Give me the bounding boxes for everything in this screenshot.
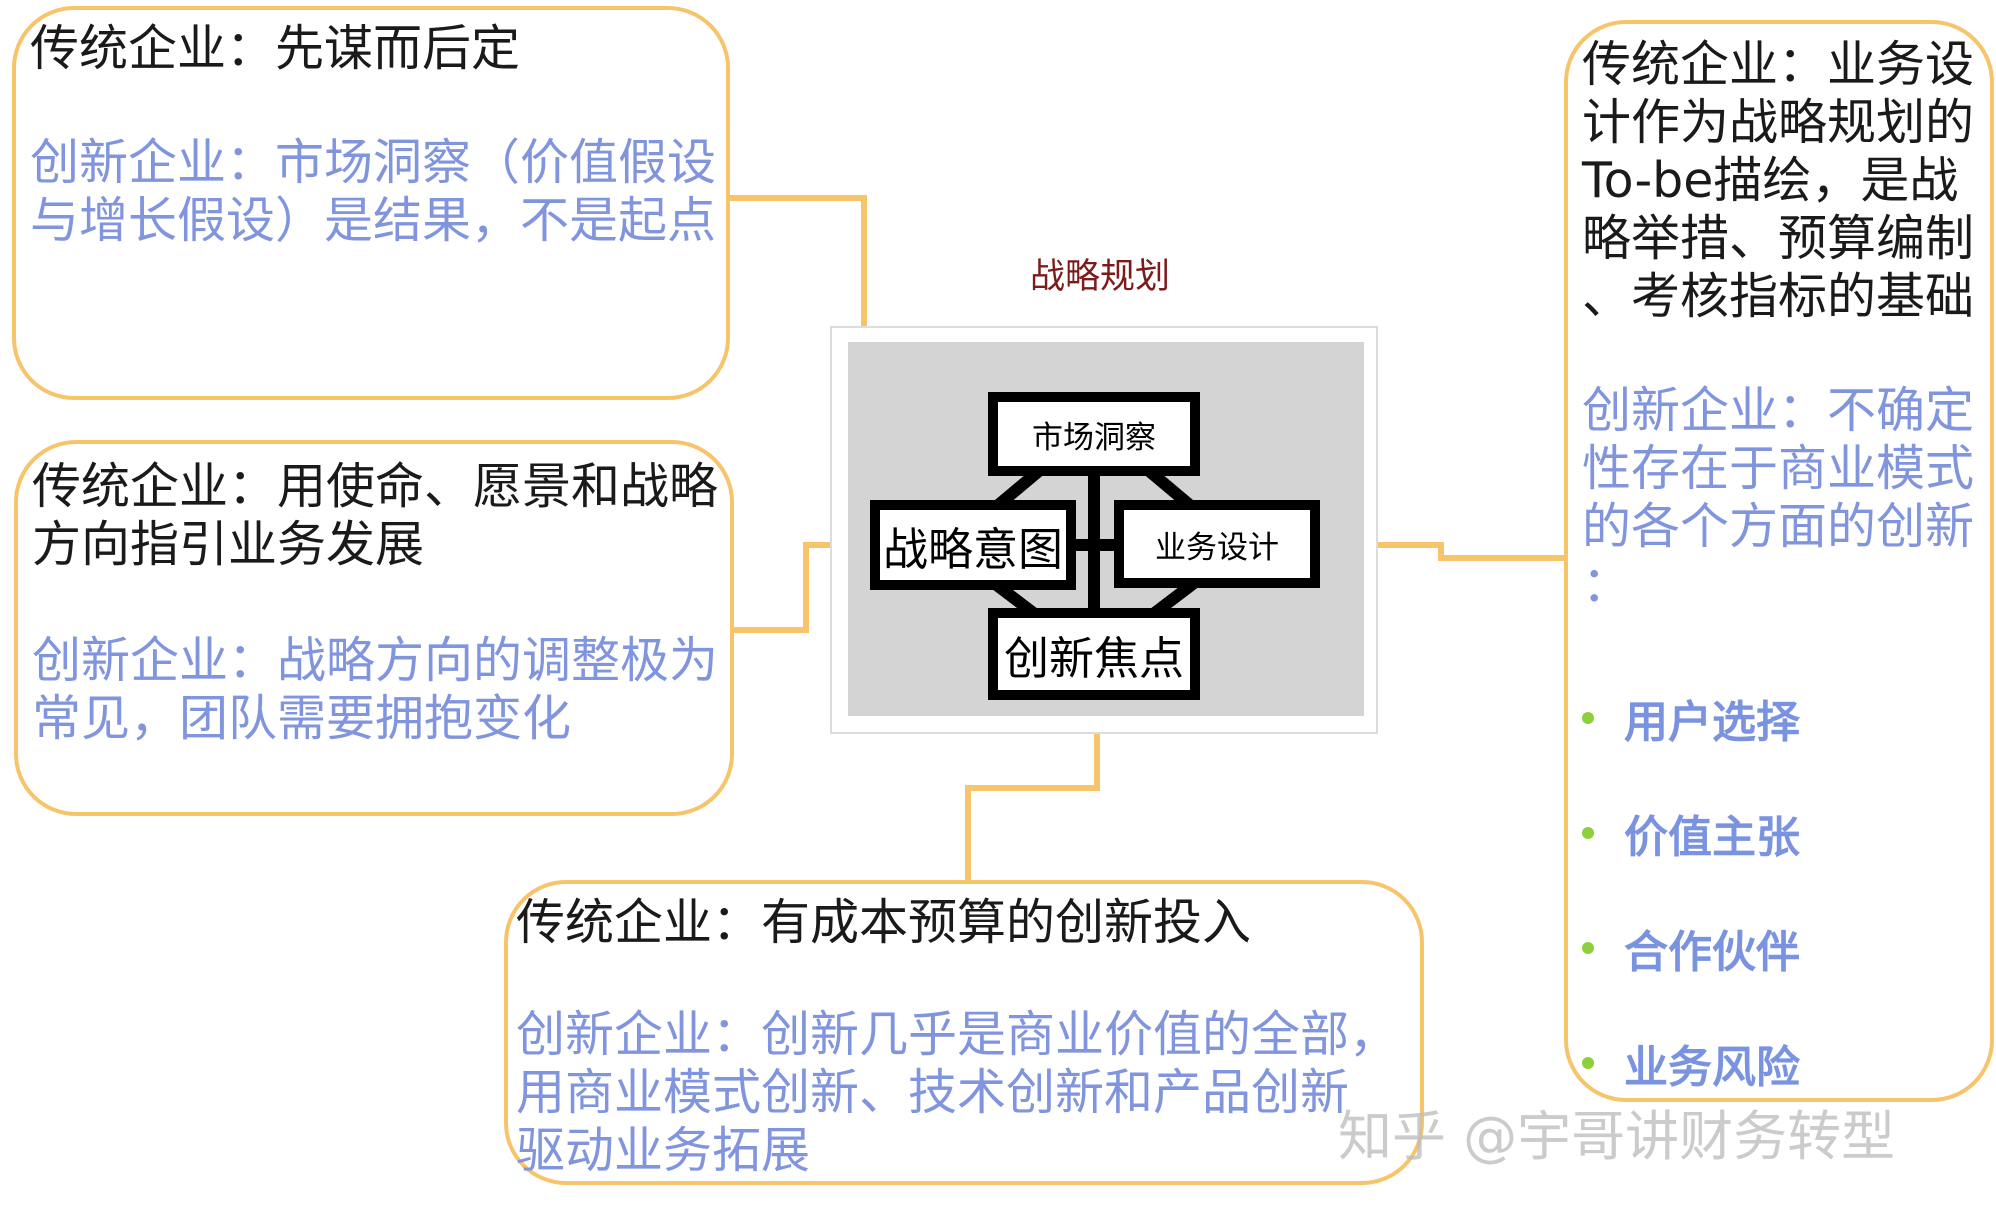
bullet-text: 合作伙伴 <box>1624 926 1800 978</box>
list-item: 用户选择 <box>1582 660 1800 775</box>
node-strategic-intent: 战略意图 <box>870 500 1076 590</box>
list-item: 合作伙伴 <box>1582 890 1800 1005</box>
bottom-traditional-text: 传统企业：有成本预算的创新投入 <box>516 894 1252 951</box>
center-title: 战略规划 <box>1029 257 1170 297</box>
top-left-traditional-text: 传统企业：先谋而后定 <box>30 20 521 77</box>
bullet-dot-icon <box>1582 826 1594 839</box>
right-box <box>1564 20 1994 1102</box>
mid-left-box <box>14 440 734 816</box>
list-item: 价值主张 <box>1582 775 1800 890</box>
bullet-text: 用户选择 <box>1624 696 1800 748</box>
top-left-innovative-text: 创新企业：市场洞察（价值假设 与增长假设）是结果，不是起点 <box>30 134 717 249</box>
right-innovative-text: 创新企业：不确定 性存在于商业模式 的各个方面的创新 ： <box>1582 382 1975 613</box>
bullet-dot-icon <box>1582 941 1594 954</box>
watermark: 知乎 @宇哥讲财务转型 <box>1338 1105 1896 1168</box>
bullet-text: 业务风险 <box>1624 1041 1800 1093</box>
bullet-text: 价值主张 <box>1624 811 1800 863</box>
node-business-design: 业务设计 <box>1114 500 1320 588</box>
bullet-dot-icon <box>1582 711 1594 724</box>
mid-left-innovative-text: 创新企业：战略方向的调整极为 常见，团队需要拥抱变化 <box>32 632 719 747</box>
list-item: 业务风险 <box>1582 1005 1800 1120</box>
node-market-insight: 市场洞察 <box>988 392 1200 476</box>
mid-left-traditional-text: 传统企业：用使命、愿景和战略 方向指引业务发展 <box>32 458 719 573</box>
node-innovation-focus: 创新焦点 <box>988 608 1200 700</box>
bottom-box <box>504 880 1424 1185</box>
bottom-innovative-text: 创新企业：创新几乎是商业价值的全部， 用商业模式创新、技术创新和产品创新 驱动业… <box>516 1006 1399 1179</box>
top-left-box <box>12 6 730 400</box>
bullet-dot-icon <box>1582 1056 1594 1069</box>
right-traditional-text: 传统企业：业务设 计作为战略规划的 To-be描绘，是战 略举措、预算编制 、考… <box>1582 36 1975 325</box>
right-bullet-list: 用户选择 价值主张 合作伙伴 业务风险 <box>1582 660 1800 1120</box>
